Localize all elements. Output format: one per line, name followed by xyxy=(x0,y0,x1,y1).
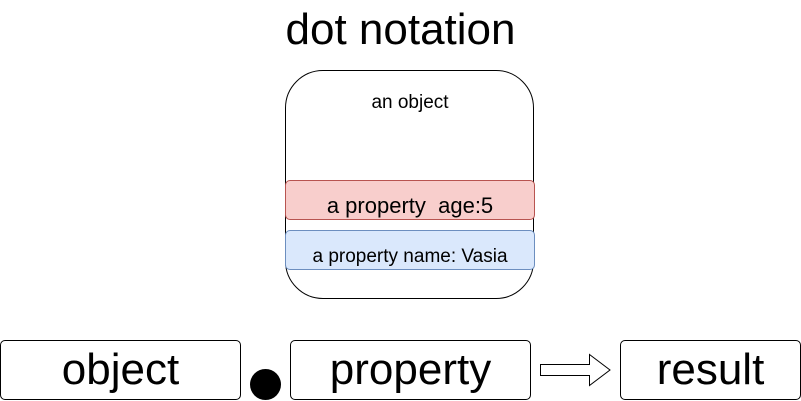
formula-object-label: object xyxy=(61,345,180,394)
property-age-label: a property age:5 xyxy=(326,193,494,218)
formula-property-label: property xyxy=(329,345,492,394)
formula-property-box: property xyxy=(290,340,531,400)
property-age-row: a property age:5 xyxy=(285,180,535,220)
formula-object-box: object xyxy=(0,340,241,400)
property-name-label: a property name: Vasia xyxy=(312,246,508,267)
dot-icon xyxy=(250,369,281,400)
object-label: an object xyxy=(371,92,449,113)
formula-result-label: result xyxy=(656,345,765,394)
formula-result-box: result xyxy=(620,340,801,400)
property-name-row: a property name: Vasia xyxy=(285,230,535,270)
arrow-right-icon xyxy=(540,353,611,387)
diagram-title: dot notation xyxy=(285,5,516,54)
